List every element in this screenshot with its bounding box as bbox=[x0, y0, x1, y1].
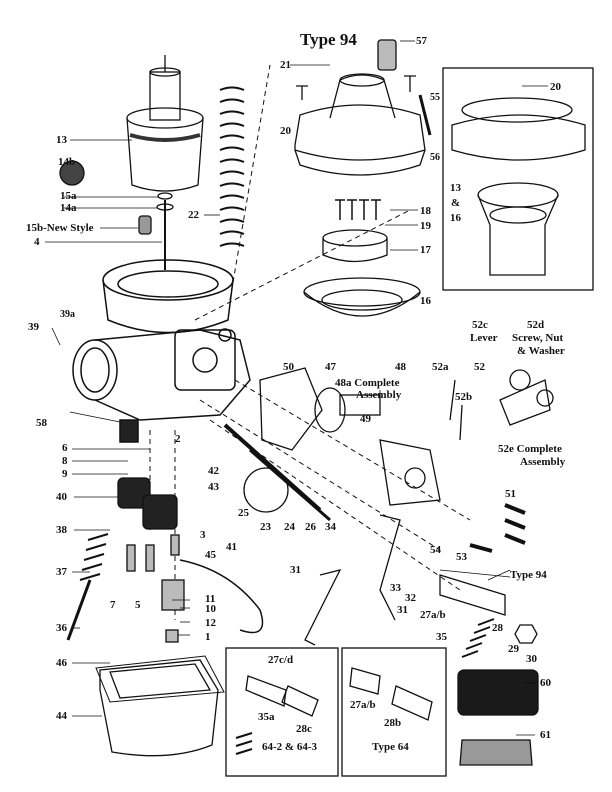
label-14b: 14b bbox=[58, 156, 76, 168]
label-15a: 15a bbox=[60, 190, 77, 202]
label-31-lower: 31 bbox=[397, 604, 408, 616]
label-42: 42 bbox=[208, 465, 219, 477]
float-bowl bbox=[95, 655, 225, 757]
label-53: 53 bbox=[456, 551, 467, 563]
label-40: 40 bbox=[56, 491, 67, 503]
label-type94-lever: Type 94 bbox=[510, 569, 547, 581]
label-25: 25 bbox=[238, 507, 249, 519]
label-8: 8 bbox=[62, 455, 68, 467]
label-27cd: 27c/d bbox=[268, 654, 294, 666]
label-47: 47 bbox=[325, 361, 336, 373]
slide-piston bbox=[126, 55, 204, 192]
label-17: 17 bbox=[420, 244, 431, 256]
label-52c: 52c bbox=[472, 319, 488, 331]
inset-frame-type64 bbox=[341, 647, 447, 777]
label-3: 3 bbox=[200, 529, 206, 541]
label-60: 60 bbox=[540, 677, 551, 689]
label-26: 26 bbox=[305, 521, 316, 533]
label-5: 5 bbox=[135, 599, 141, 611]
label-39a: 39a bbox=[60, 309, 75, 320]
label-57: 57 bbox=[416, 35, 427, 47]
label-24: 24 bbox=[284, 521, 295, 533]
label-32: 32 bbox=[405, 592, 416, 604]
inset-frame-64-2 bbox=[225, 647, 339, 777]
label-14a: 14a bbox=[60, 202, 77, 214]
label-4: 4 bbox=[34, 236, 40, 248]
label-48a: 48a Complete bbox=[335, 377, 400, 389]
label-61: 61 bbox=[540, 729, 551, 741]
label-35: 35 bbox=[436, 631, 447, 643]
label-52a: 52a bbox=[432, 361, 449, 373]
inset-frame-right bbox=[442, 67, 594, 291]
label-36: 36 bbox=[56, 622, 67, 634]
label-35a: 35a bbox=[258, 711, 275, 723]
label-18: 18 bbox=[420, 205, 431, 217]
label-2: 2 bbox=[175, 433, 181, 445]
label-52: 52 bbox=[474, 361, 485, 373]
label-13-inset: 13 bbox=[450, 182, 461, 194]
label-46: 46 bbox=[56, 657, 67, 669]
label-27ab: 27a/b bbox=[420, 609, 446, 621]
diagram-title: Type 94 bbox=[300, 30, 357, 49]
label-52d-line2: Screw, Nut bbox=[512, 332, 564, 344]
label-7: 7 bbox=[110, 599, 116, 611]
top-cover bbox=[294, 73, 426, 176]
label-52c-line2: Lever bbox=[470, 332, 498, 344]
label-34: 34 bbox=[325, 521, 336, 533]
label-52e: 52e Complete bbox=[498, 443, 562, 455]
label-10: 10 bbox=[205, 603, 216, 615]
label-43: 43 bbox=[208, 481, 219, 493]
label-9: 9 bbox=[62, 468, 68, 480]
label-22: 22 bbox=[188, 209, 199, 221]
label-52d-line3: & Washer bbox=[517, 345, 565, 357]
label-45: 45 bbox=[205, 549, 216, 561]
label-20-inset: 20 bbox=[550, 81, 561, 93]
label-41: 41 bbox=[226, 541, 237, 553]
label-27ab-inset: 27a/b bbox=[350, 699, 376, 711]
label-48: 48 bbox=[395, 361, 406, 373]
label-13: 13 bbox=[56, 134, 67, 146]
label-19: 19 bbox=[420, 220, 431, 232]
label-52d: 52d bbox=[527, 319, 545, 331]
label-64-2-64-3: 64-2 & 64-3 bbox=[262, 741, 317, 753]
label-23: 23 bbox=[260, 521, 271, 533]
label-20: 20 bbox=[280, 125, 291, 137]
label-6: 6 bbox=[62, 442, 68, 454]
label-1: 1 bbox=[205, 631, 211, 643]
label-44: 44 bbox=[56, 710, 67, 722]
label-39: 39 bbox=[28, 321, 39, 333]
label-amp: & bbox=[451, 197, 461, 209]
label-15b: 15b-New Style bbox=[26, 222, 94, 234]
label-38: 38 bbox=[56, 524, 67, 536]
label-55: 55 bbox=[430, 92, 440, 103]
label-28c: 28c bbox=[296, 723, 312, 735]
label-50: 50 bbox=[283, 361, 294, 373]
label-21: 21 bbox=[280, 59, 291, 71]
label-48a-line2: Assembly bbox=[356, 389, 402, 401]
label-16-inset: 16 bbox=[450, 212, 461, 224]
label-type64: Type 64 bbox=[372, 741, 409, 753]
label-51: 51 bbox=[505, 488, 516, 500]
label-12: 12 bbox=[205, 617, 216, 629]
carb-body bbox=[72, 259, 251, 443]
label-31: 31 bbox=[290, 564, 301, 576]
label-30: 30 bbox=[526, 653, 537, 665]
label-56: 56 bbox=[430, 152, 440, 163]
label-29: 29 bbox=[508, 643, 519, 655]
label-28: 28 bbox=[492, 622, 503, 634]
label-52e-line2: Assembly bbox=[520, 456, 566, 468]
label-54: 54 bbox=[430, 544, 441, 556]
label-49: 49 bbox=[360, 413, 371, 425]
label-16: 16 bbox=[420, 295, 431, 307]
label-37: 37 bbox=[56, 566, 67, 578]
label-11: 11 bbox=[205, 593, 216, 605]
label-58: 58 bbox=[36, 417, 47, 429]
label-52b: 52b bbox=[455, 391, 473, 403]
label-33: 33 bbox=[390, 582, 401, 594]
label-28b: 28b bbox=[384, 717, 402, 729]
